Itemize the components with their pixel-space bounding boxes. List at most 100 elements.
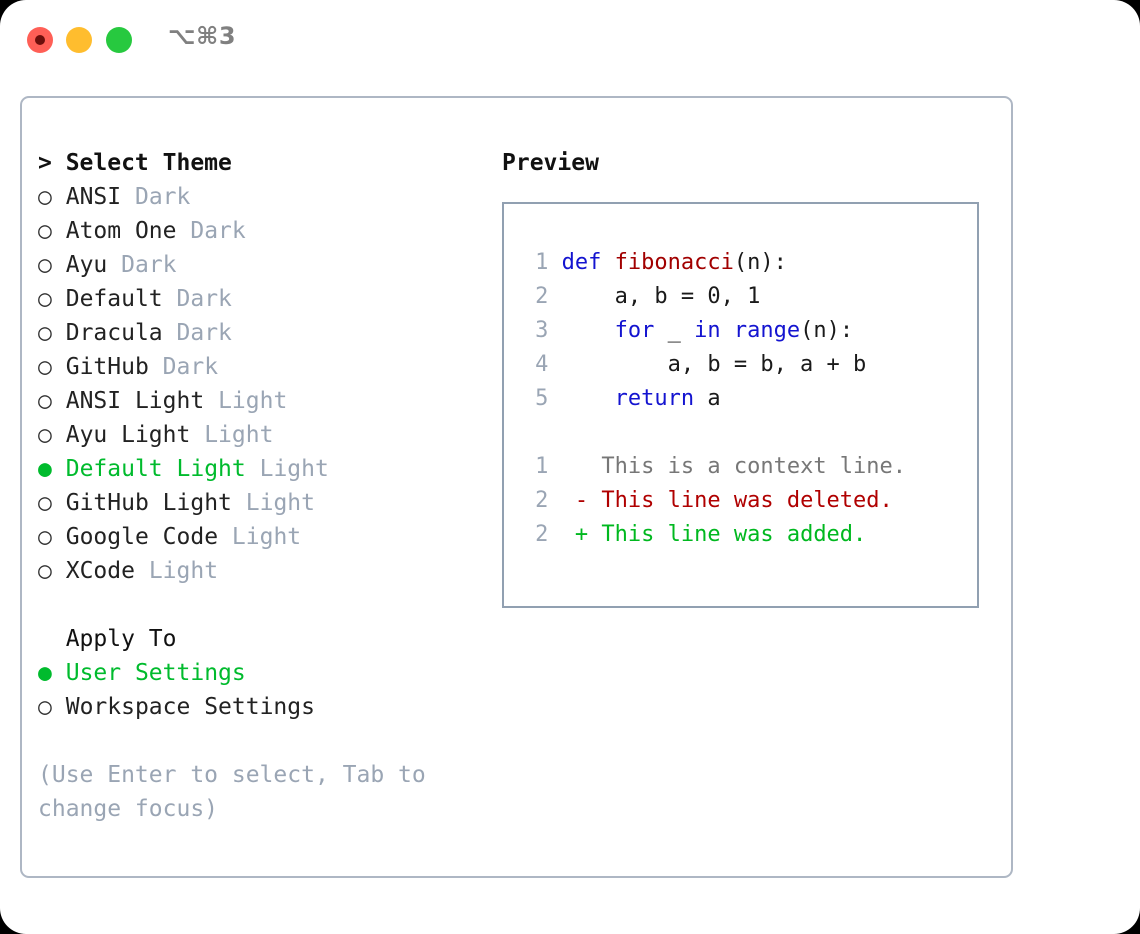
theme-name-label: ANSI Light (65, 388, 205, 414)
radio-unselected-icon[interactable]: ○ (38, 218, 52, 244)
radio-unselected-icon[interactable]: ○ (38, 252, 52, 278)
gutter-gap (548, 386, 561, 411)
theme-list: ○ ANSI Dark○ Atom One Dark○ Ayu Dark○ De… (38, 180, 478, 588)
code-line: 3 for _ in range(n): (522, 314, 977, 348)
theme-name-label: XCode (65, 558, 135, 584)
code-line: 1 def fibonacci(n): (522, 246, 977, 280)
spacer (163, 320, 177, 346)
spacer (52, 422, 66, 448)
theme-name-label: GitHub Light (65, 490, 232, 516)
theme-list-item[interactable]: ○ Dracula Dark (38, 316, 478, 350)
theme-kind-label: Dark (190, 218, 246, 244)
code-line: 4 a, b = b, a + b (522, 348, 977, 382)
theme-name-label: Atom One (65, 218, 177, 244)
theme-list-item[interactable]: ○ Google Code Light (38, 520, 478, 554)
apply-to-label: User Settings (65, 660, 246, 686)
code-token: for (614, 318, 668, 343)
spacer (52, 184, 66, 210)
theme-name-label: GitHub (65, 354, 149, 380)
diff-marker (575, 454, 602, 479)
code-token: in (694, 318, 734, 343)
theme-kind-label: Light (218, 388, 288, 414)
line-number: 2 (535, 284, 549, 309)
radio-selected-icon[interactable]: ● (38, 660, 52, 686)
diff-text: This line was added. (601, 522, 867, 547)
apply-to-item[interactable]: ○ Workspace Settings (38, 690, 478, 724)
window-titlebar: ⌥⌘3 (0, 0, 1140, 78)
code-token: (n): (800, 318, 854, 343)
line-number: 5 (535, 386, 549, 411)
spacer (52, 320, 66, 346)
line-number: 1 (535, 454, 549, 479)
apply-to-label: Workspace Settings (65, 694, 315, 720)
theme-kind-label: Light (231, 524, 302, 550)
theme-list-item[interactable]: ○ ANSI Dark (38, 180, 478, 214)
theme-kind-label: Dark (134, 184, 191, 210)
maximize-window-button[interactable] (106, 27, 132, 53)
theme-list-item[interactable]: ○ GitHub Dark (38, 350, 478, 384)
apply-to-header: Apply To (38, 626, 177, 652)
theme-list-item[interactable]: ○ Ayu Dark (38, 248, 478, 282)
preview-box: 1 def fibonacci(n): 2 a, b = 0, 1 3 for _ … (502, 202, 979, 608)
theme-kind-label: Dark (121, 252, 177, 278)
theme-name-label: Default (65, 286, 163, 312)
radio-unselected-icon[interactable]: ○ (38, 490, 52, 516)
radio-unselected-icon[interactable]: ○ (38, 184, 52, 210)
code-token: a (707, 386, 721, 411)
diff-line: 2 + This line was added. (522, 518, 977, 552)
theme-name-label: Dracula (65, 320, 163, 346)
spacer (121, 184, 135, 210)
theme-list-item[interactable]: ○ Default Dark (38, 282, 478, 316)
theme-list-item[interactable]: ○ ANSI Light Light (38, 384, 478, 418)
code-token: a, b = b, a + b (561, 352, 867, 377)
diff-marker: - (574, 488, 602, 513)
spacer (52, 694, 66, 720)
radio-unselected-icon[interactable]: ○ (38, 320, 52, 346)
theme-list-item[interactable]: ● Default Light Light (38, 452, 478, 486)
theme-name-label: ANSI (65, 184, 122, 210)
code-sample-block: 1 def fibonacci(n): 2 a, b = 0, 1 3 for _ … (522, 246, 977, 416)
diff-text: This is a context line. (601, 454, 907, 479)
preview-column: Preview 1 def fibonacci(n):2 a, b = 0, 1… (502, 146, 1002, 608)
theme-kind-label: Light (245, 490, 315, 516)
keyboard-hint-text: (Use Enter to select, Tab to change focu… (38, 762, 440, 822)
preview-spacer (522, 416, 977, 450)
gutter-gap (548, 318, 561, 343)
gutter-gap (548, 352, 561, 377)
code-token (562, 318, 615, 343)
spacer (52, 558, 66, 584)
keyboard-shortcut-label: ⌥⌘3 (168, 22, 237, 50)
apply-to-item[interactable]: ● User Settings (38, 656, 478, 690)
theme-kind-label: Light (259, 456, 329, 482)
spacer (246, 456, 260, 482)
radio-unselected-icon[interactable]: ○ (38, 354, 52, 380)
spacer (52, 524, 66, 550)
code-token: a, b = 0, 1 (561, 284, 761, 309)
theme-name-label: Ayu (65, 252, 108, 278)
diff-line: 1 This is a context line. (522, 450, 977, 484)
radio-unselected-icon[interactable]: ○ (38, 524, 52, 550)
minimize-window-button[interactable] (66, 27, 92, 53)
radio-unselected-icon[interactable]: ○ (38, 558, 52, 584)
code-token: range (733, 318, 801, 343)
spacer (135, 558, 149, 584)
radio-unselected-icon[interactable]: ○ (38, 286, 52, 312)
theme-list-item[interactable]: ○ GitHub Light Light (38, 486, 478, 520)
theme-list-item[interactable]: ○ Ayu Light Light (38, 418, 478, 452)
radio-selected-icon[interactable]: ● (38, 456, 52, 482)
close-window-button[interactable] (27, 27, 53, 53)
theme-list-item[interactable]: ○ XCode Light (38, 554, 478, 588)
radio-unselected-icon[interactable]: ○ (38, 422, 52, 448)
theme-kind-label: Light (204, 422, 274, 448)
theme-picker-column: > Select Theme ○ ANSI Dark○ Atom One Dar… (38, 146, 478, 826)
theme-name-label: Google Code (65, 524, 219, 550)
radio-unselected-icon[interactable]: ○ (38, 694, 52, 720)
radio-unselected-icon[interactable]: ○ (38, 388, 52, 414)
theme-list-item[interactable]: ○ Atom One Dark (38, 214, 478, 248)
spacer (52, 252, 66, 278)
theme-kind-label: Dark (176, 286, 232, 312)
code-token: (n): (733, 250, 787, 275)
theme-kind-label: Dark (176, 320, 232, 346)
spacer (52, 286, 66, 312)
